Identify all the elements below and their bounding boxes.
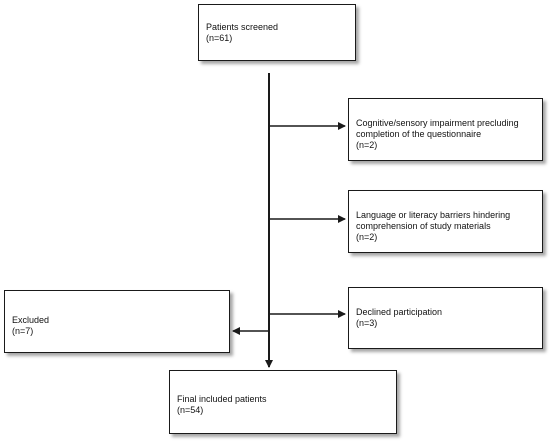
node-label: Declined participation: [356, 307, 443, 317]
node-count: (n=54): [177, 405, 204, 415]
node-declined-participation: Declined participation (n=3): [348, 287, 543, 349]
node-patients-screened: Patients screened (n=61): [198, 4, 356, 61]
node-count: (n=2): [356, 232, 378, 242]
node-count: (n=2): [356, 140, 378, 150]
node-count: (n=7): [12, 326, 34, 336]
node-label: Final included patients: [177, 394, 267, 404]
node-label-line2: comprehension of study materials: [356, 221, 491, 231]
node-label-line2: completion of the questionnaire: [356, 129, 482, 139]
node-label-line1: Cognitive/sensory impairment precluding: [356, 118, 519, 128]
node-label: Patients screened: [206, 22, 279, 32]
node-final-included: Final included patients (n=54): [169, 370, 397, 434]
node-excluded: Excluded (n=7): [4, 290, 230, 353]
node-label: Excluded: [12, 315, 50, 325]
node-cognitive-impairment: Cognitive/sensory impairment precluding …: [348, 98, 543, 161]
node-count: (n=61): [206, 33, 233, 43]
node-language-barriers: Language or literacy barriers hindering …: [348, 190, 543, 253]
node-count: (n=3): [356, 318, 378, 328]
node-label-line1: Language or literacy barriers hindering: [356, 210, 511, 220]
